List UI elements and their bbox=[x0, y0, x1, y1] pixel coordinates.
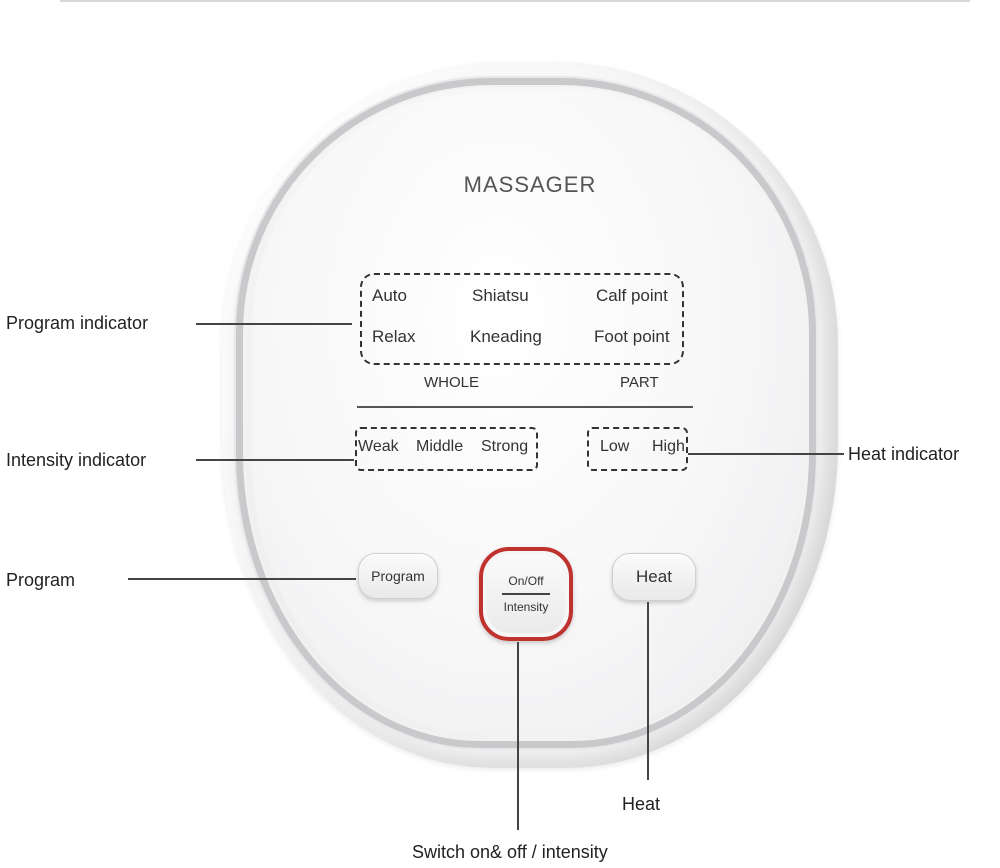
brand-title: MASSAGER bbox=[463, 172, 597, 197]
callout-program-indicator: Program indicator bbox=[6, 313, 149, 333]
intensity-middle: Middle bbox=[416, 438, 464, 455]
intensity-strong: Strong bbox=[481, 438, 529, 455]
program-auto: Auto bbox=[372, 286, 407, 305]
callout-switch: Switch on& off / intensity bbox=[412, 842, 608, 862]
program-calf-point: Calf point bbox=[596, 286, 668, 305]
leader-program-indicator bbox=[196, 323, 352, 325]
program-shiatsu: Shiatsu bbox=[472, 286, 529, 305]
whole-label: WHOLE bbox=[424, 374, 480, 391]
leader-heat bbox=[647, 602, 649, 780]
leader-program bbox=[128, 578, 356, 580]
program-kneading: Kneading bbox=[470, 327, 542, 346]
program-relax: Relax bbox=[372, 327, 416, 346]
leader-intensity-indicator bbox=[196, 459, 354, 461]
heat-high: High bbox=[652, 438, 685, 455]
intensity-label: Intensity bbox=[503, 599, 549, 614]
power-intensity-button[interactable]: On/Off Intensity bbox=[479, 547, 573, 641]
program-foot-point: Foot point bbox=[594, 327, 670, 346]
power-divider bbox=[502, 593, 550, 595]
power-label: On/Off bbox=[508, 574, 544, 589]
program-indicator-group bbox=[360, 273, 684, 365]
heat-low: Low bbox=[600, 438, 630, 455]
panel-divider bbox=[357, 406, 693, 408]
leader-switch bbox=[517, 642, 519, 830]
massager-rim bbox=[236, 78, 816, 748]
intensity-weak: Weak bbox=[358, 438, 399, 455]
callout-program: Program bbox=[6, 570, 76, 590]
callout-intensity-indicator: Intensity indicator bbox=[6, 450, 147, 470]
top-divider bbox=[60, 0, 970, 2]
part-label: PART bbox=[620, 374, 659, 391]
intensity-indicator-group bbox=[355, 427, 538, 471]
leader-heat-indicator bbox=[688, 453, 844, 455]
program-button[interactable]: Program bbox=[358, 553, 438, 599]
heat-button[interactable]: Heat bbox=[612, 553, 696, 601]
callout-heat: Heat bbox=[622, 794, 661, 814]
heat-indicator-group bbox=[587, 427, 688, 471]
callout-heat-indicator: Heat indicator bbox=[848, 444, 960, 464]
